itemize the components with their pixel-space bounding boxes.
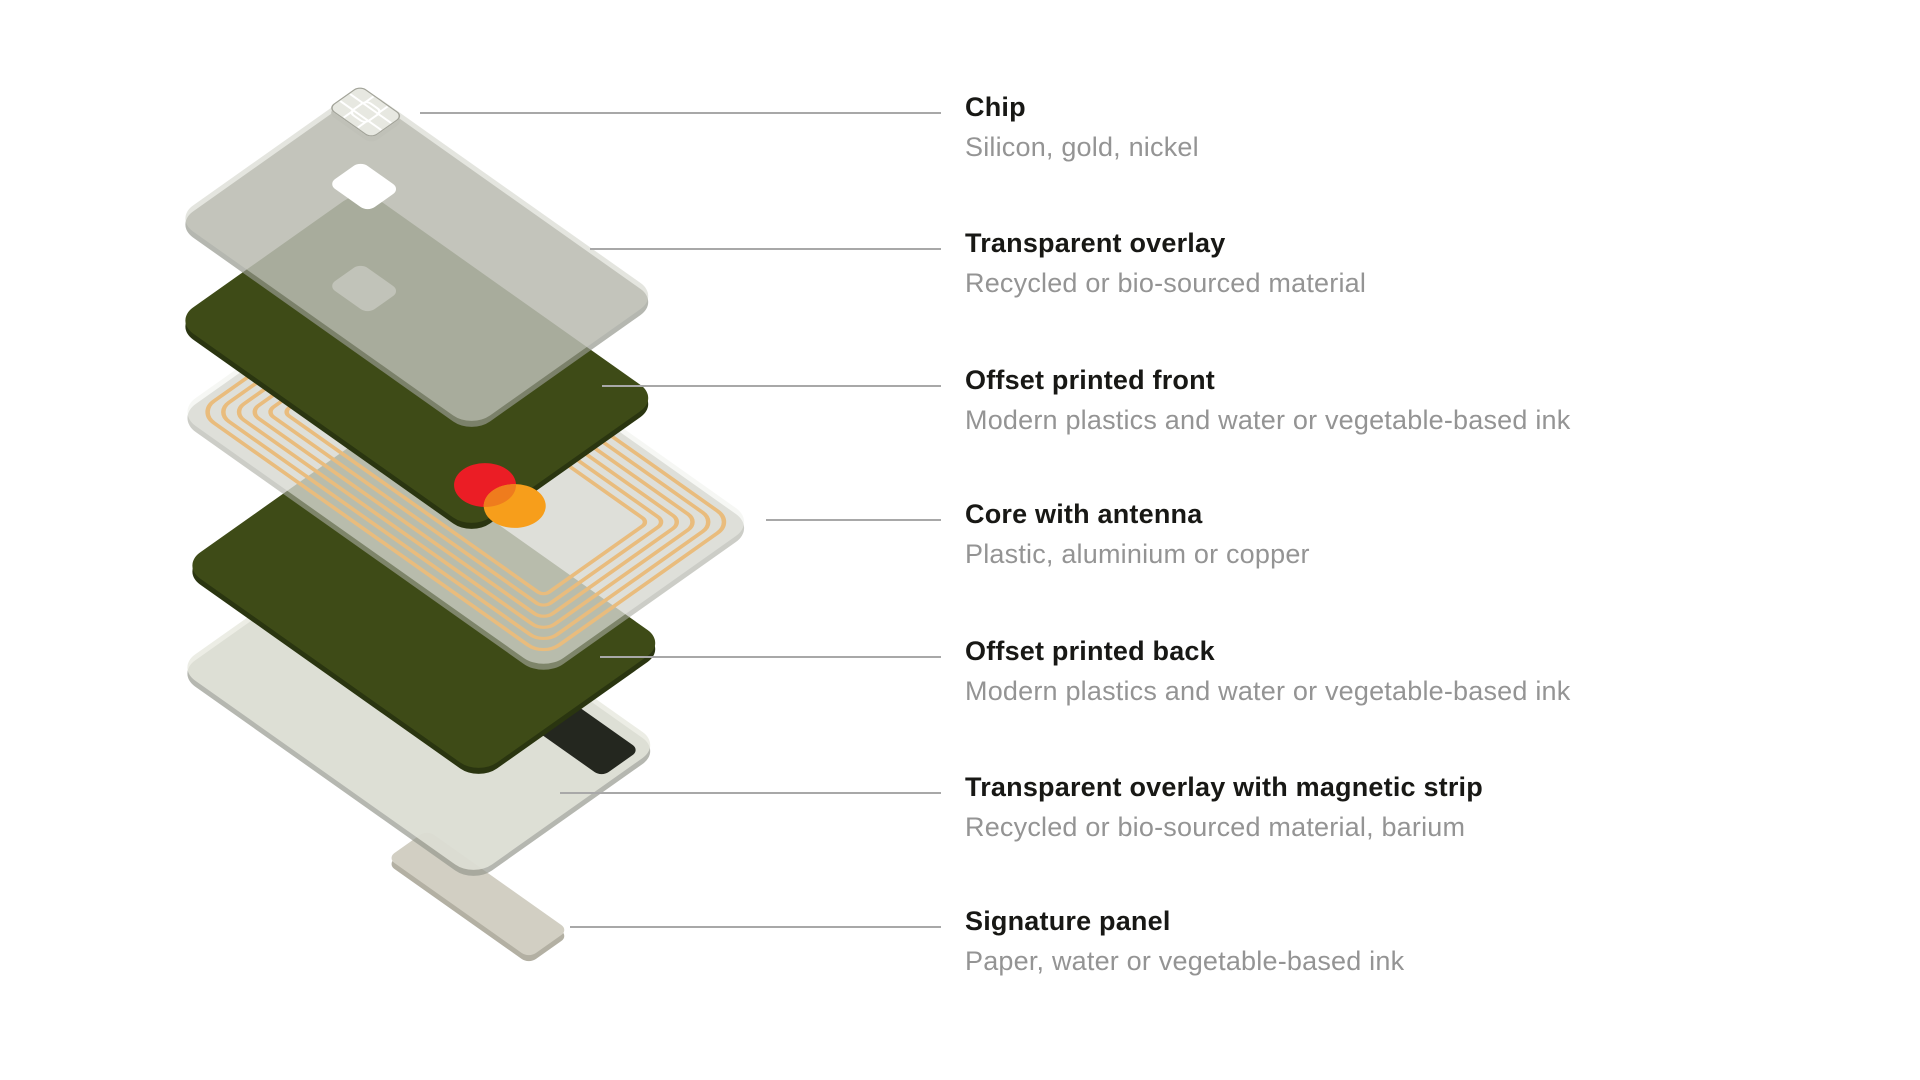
label-chip: Chip Silicon, gold, nickel	[965, 91, 1665, 164]
leader-line-signature	[570, 926, 941, 928]
chip-icon	[327, 85, 404, 139]
label-offset-printed-front: Offset printed front Modern plastics and…	[965, 364, 1665, 437]
mastercard-logo-icon	[454, 463, 546, 528]
label-subtitle: Paper, water or vegetable-based ink	[965, 946, 1405, 977]
label-transparent-overlay: Transparent overlay Recycled or bio-sour…	[965, 227, 1665, 300]
label-subtitle: Modern plastics and water or vegetable-b…	[965, 676, 1571, 707]
label-signature-panel: Signature panel Paper, water or vegetabl…	[965, 905, 1665, 978]
label-offset-printed-back: Offset printed back Modern plastics and …	[965, 635, 1665, 708]
offset-printed-front-layer	[174, 188, 659, 531]
chip-contact-pattern	[339, 93, 392, 131]
label-subtitle: Recycled or bio-sourced material, barium	[965, 812, 1466, 843]
leader-line-chip	[420, 112, 941, 114]
label-title: Offset printed front	[965, 365, 1215, 395]
label-title: Chip	[965, 92, 1026, 122]
label-title: Transparent overlay	[965, 228, 1226, 258]
label-magnetic-overlay: Transparent overlay with magnetic strip …	[965, 771, 1665, 844]
leader-line-back	[600, 656, 941, 658]
leader-line-mag	[560, 792, 941, 794]
label-title: Transparent overlay with magnetic strip	[965, 772, 1483, 802]
leader-line-core	[766, 519, 941, 521]
leader-line-front	[602, 385, 941, 387]
label-title: Core with antenna	[965, 499, 1203, 529]
leader-line-overlay	[590, 248, 941, 250]
label-subtitle: Plastic, aluminium or copper	[965, 539, 1310, 570]
label-subtitle: Silicon, gold, nickel	[965, 132, 1199, 163]
label-subtitle: Recycled or bio-sourced material	[965, 268, 1367, 299]
label-core-with-antenna: Core with antenna Plastic, aluminium or …	[965, 498, 1665, 571]
chip-window-overlay	[328, 161, 401, 212]
label-subtitle: Modern plastics and water or vegetable-b…	[965, 405, 1571, 436]
label-title: Signature panel	[965, 906, 1171, 936]
label-title: Offset printed back	[965, 636, 1215, 666]
